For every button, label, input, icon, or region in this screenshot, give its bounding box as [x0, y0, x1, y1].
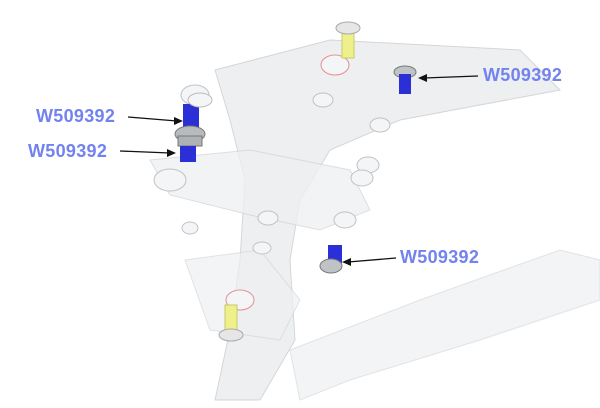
arrow-2 [127, 116, 178, 122]
arrow-1 [423, 75, 479, 79]
part-label-top-right: W509392 [483, 65, 563, 85]
studs [218, 21, 361, 342]
leader-arrows [119, 74, 479, 266]
arrow-4 [347, 257, 397, 263]
frame-structure [149, 39, 600, 401]
part-label-lower-left: W509392 [28, 141, 108, 161]
part-label-upper-left: W509392 [36, 106, 116, 126]
arrow-3 [119, 150, 171, 154]
bolts [174, 65, 417, 274]
washers [153, 54, 391, 311]
part-label-lower-right: W509392 [400, 247, 480, 267]
